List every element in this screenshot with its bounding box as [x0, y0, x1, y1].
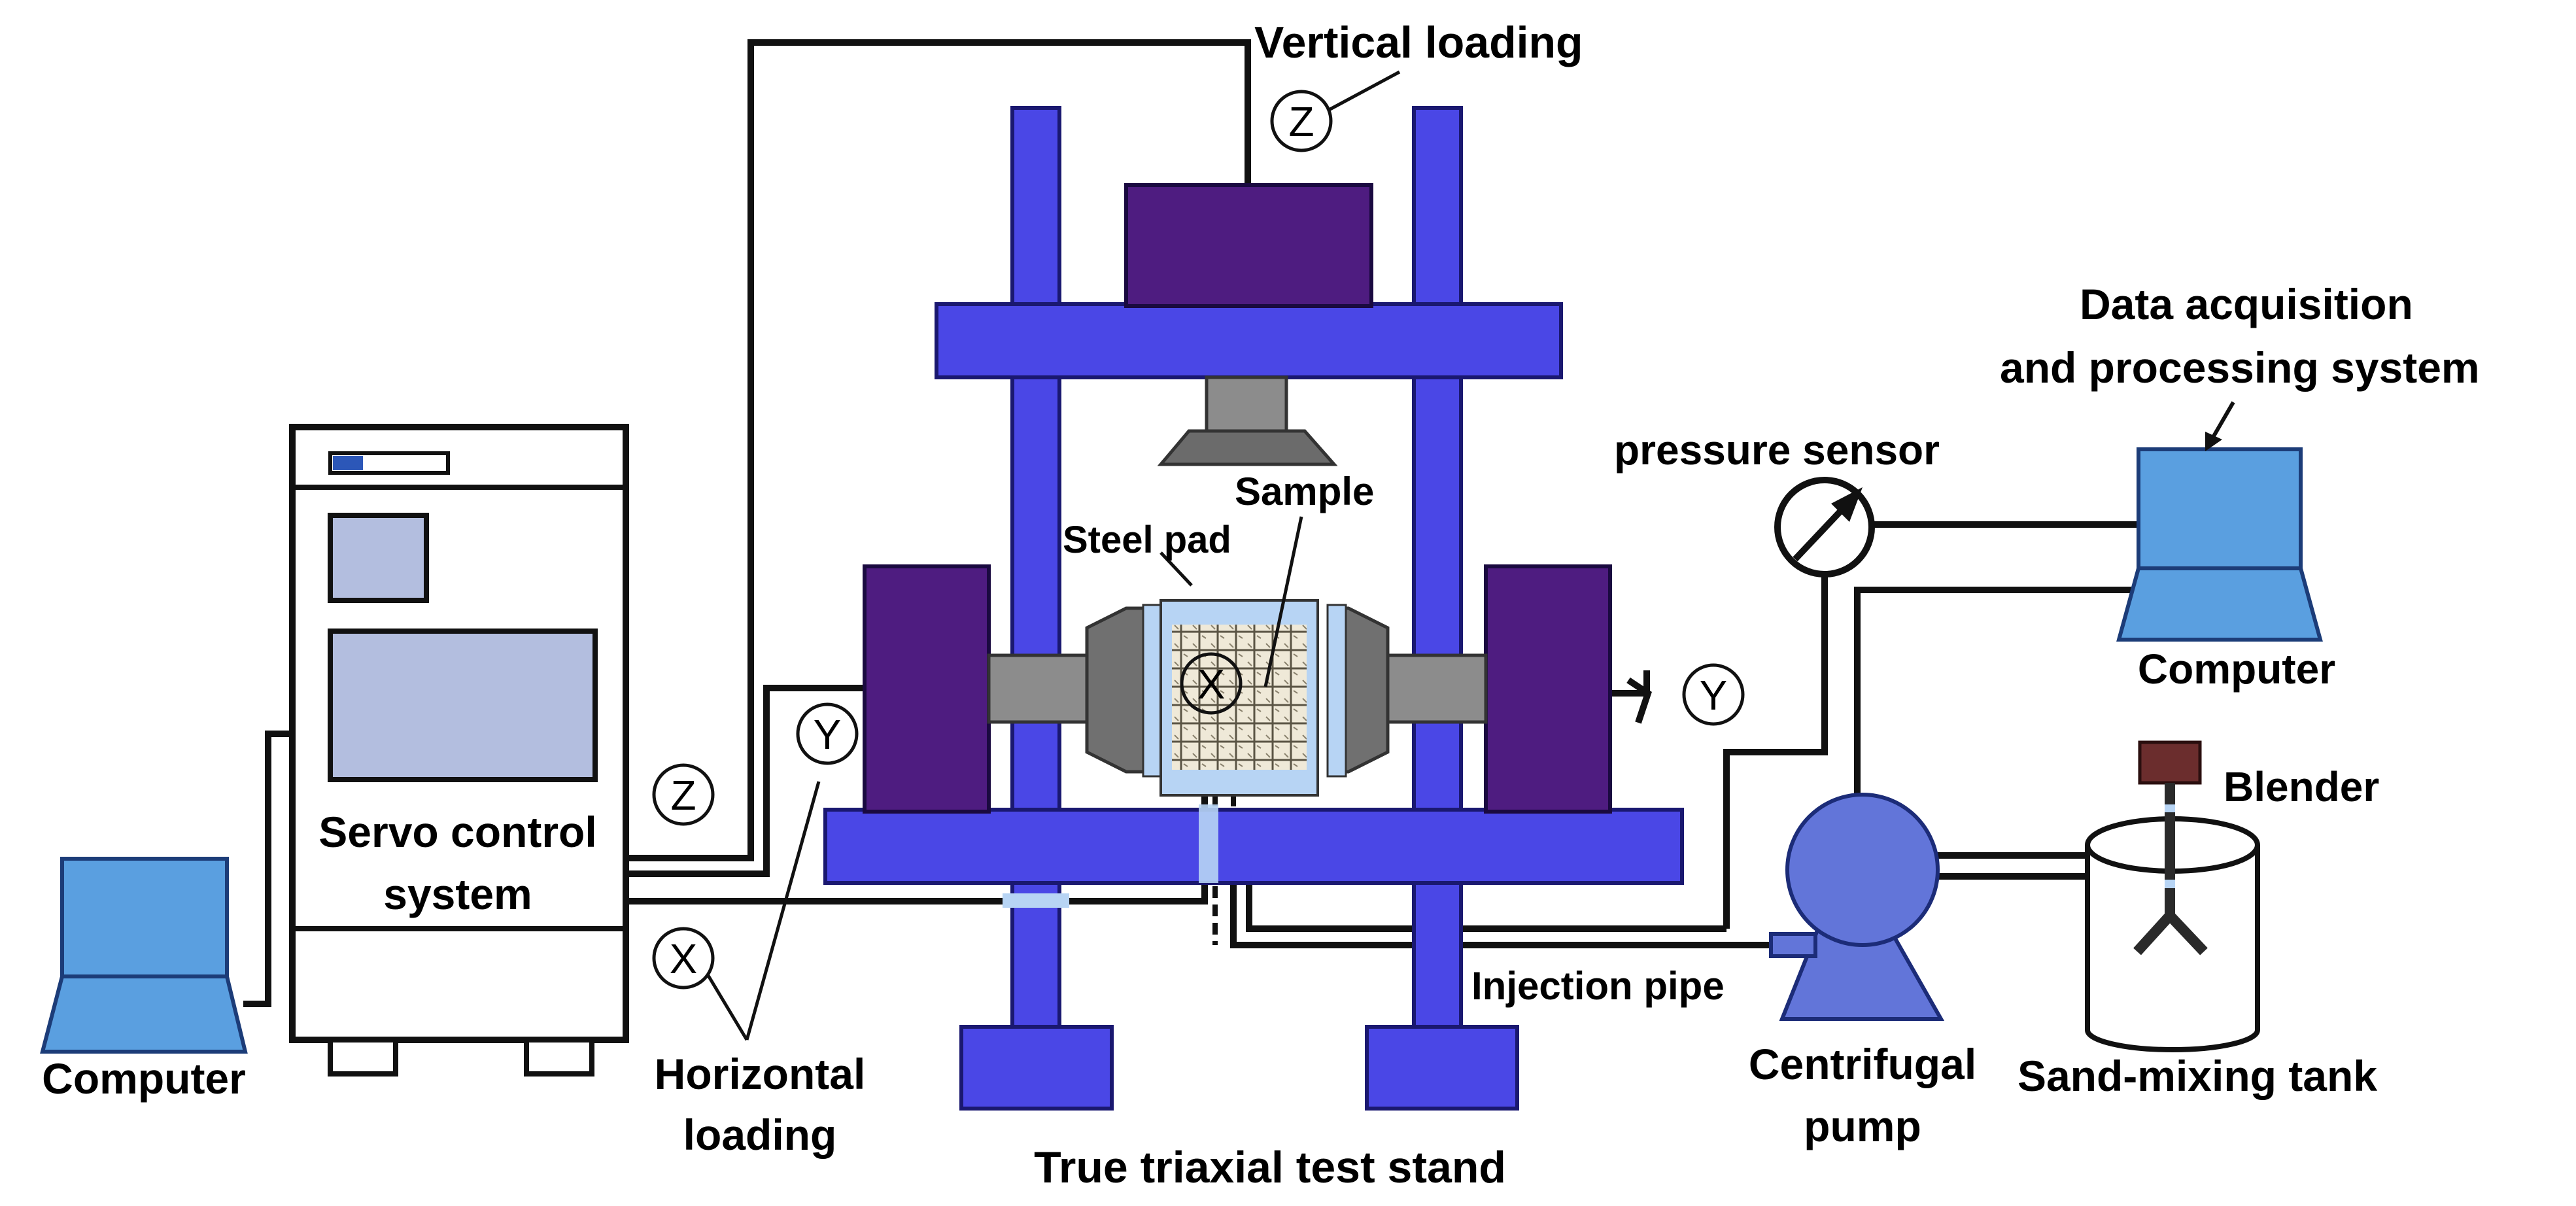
label-servo-1: Servo control	[318, 808, 596, 856]
label-centrifugal-1: Centrifugal	[1749, 1040, 1976, 1088]
axis-x-center-label: X	[1197, 661, 1226, 708]
label-computer-left: Computer	[42, 1054, 246, 1103]
axis-z-top-label: Z	[1288, 98, 1314, 145]
wire-left-computer	[243, 731, 294, 1007]
label-steel-pad: Steel pad	[1063, 519, 1231, 561]
computer-right	[2116, 447, 2323, 642]
label-injection-pipe: Injection pipe	[1471, 964, 1725, 1008]
label-pressure-sensor: pressure sensor	[1614, 426, 1940, 474]
pressure-sensor-gauge	[1774, 477, 1875, 577]
label-data-acquisition-1: Data acquisition	[2080, 280, 2413, 328]
wire-vertical-loading	[629, 39, 1251, 861]
vertical-actuator	[1124, 183, 1373, 308]
top-platen	[1157, 375, 1338, 466]
label-horizontal-1: Horizontal	[655, 1050, 866, 1098]
wire-computer-pump	[1854, 587, 2138, 823]
label-test-stand: True triaxial test stand	[1034, 1143, 1506, 1192]
axis-z-left-label: Z	[670, 772, 696, 819]
side-platens	[1085, 606, 1390, 774]
label-blender: Blender	[2224, 763, 2379, 810]
wire-horizontal-loading	[629, 685, 865, 877]
label-data-acquisition-2: and processing system	[2000, 343, 2480, 392]
servo-foot-left	[328, 1037, 398, 1077]
axis-z-left	[652, 763, 715, 826]
axis-y-right-label: Y	[1700, 672, 1728, 719]
label-sample: Sample	[1235, 470, 1374, 513]
horizontal-actuator-left	[863, 564, 991, 814]
computer-left	[40, 857, 248, 1054]
servo-small-screen	[328, 513, 429, 603]
label-centrifugal-2: pump	[1804, 1102, 1921, 1150]
axis-x-center	[1180, 652, 1243, 715]
servo-large-screen	[328, 629, 598, 782]
label-vertical-loading: Vertical loading	[1254, 18, 1583, 67]
axis-markers	[652, 90, 1745, 990]
blender	[2133, 740, 2208, 956]
servo-foot-right	[524, 1037, 594, 1077]
sample	[1159, 599, 1319, 797]
centrifugal-pump	[1769, 793, 1945, 1021]
label-servo-2: system	[383, 870, 532, 918]
label-sand-mixing-tank: Sand-mixing tank	[2018, 1052, 2377, 1100]
wire-pressure-sensor	[1723, 576, 1828, 929]
horizontal-actuator-right	[1484, 564, 1612, 814]
axis-y-left-label: Y	[814, 711, 842, 758]
actuators	[863, 183, 1612, 814]
servo-control-cabinet	[289, 424, 629, 1077]
axis-y-right	[1682, 663, 1745, 726]
axis-y-left	[796, 702, 859, 765]
axis-x-left	[652, 927, 715, 990]
label-horizontal-2: loading	[683, 1111, 837, 1159]
axis-z-top	[1270, 90, 1333, 152]
leader-lines	[706, 70, 1401, 1041]
axis-x-left-label: X	[670, 935, 698, 982]
sand-mixing-tank	[2085, 816, 2260, 1052]
label-computer-right: Computer	[2138, 646, 2335, 693]
